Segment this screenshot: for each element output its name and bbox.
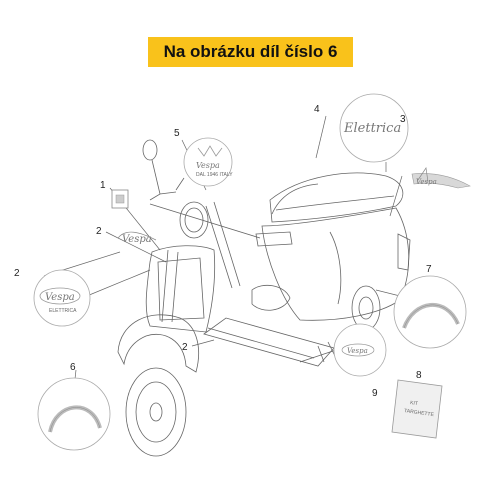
label-part-4: 4 (314, 104, 320, 115)
label-part-7: 7 (426, 264, 432, 275)
svg-text:DAL 1946 ITALY: DAL 1946 ITALY (196, 172, 233, 178)
part-6-stripe-circle (37, 377, 111, 451)
banner-text: Na obrázku díl číslo 6 (163, 42, 338, 61)
kit-card-line-1: KIT (410, 400, 419, 407)
part-2-badge-upper: Vespa (117, 231, 157, 245)
svg-text:Vespa: Vespa (416, 178, 437, 186)
label-part-2-left: 2 (14, 268, 20, 279)
label-part-5: 5 (174, 128, 180, 139)
part-3-side-emblem: Vespa (411, 167, 471, 189)
part-number-banner: Na obrázku díl číslo 6 (148, 37, 353, 67)
part-4-elettrica-circle: Elettrica (339, 93, 409, 163)
label-part-6: 6 (70, 362, 76, 373)
label-part-2-upper: 2 (96, 226, 102, 237)
part-2-detail-circle: Vespa ELETTRICA (33, 269, 91, 327)
part-9-emblem-circle: Vespa (333, 323, 387, 377)
label-part-9: 9 (372, 388, 378, 399)
part-5-logo-circle: Vespa DAL 1946 ITALY (183, 137, 233, 187)
label-part-8: 8 (416, 370, 422, 381)
vespa-emblem-text: Vespa (45, 292, 75, 303)
kit-card-line-2: TARGHETTE (404, 408, 435, 418)
part-1-sticker (111, 189, 129, 209)
label-part-1: 1 (100, 180, 106, 191)
label-part-3: 3 (400, 114, 406, 125)
part-labels: 1 2 2 2 3 4 5 6 7 8 9 (14, 104, 432, 399)
vespa-badge-text: Vespa (122, 234, 152, 245)
part-7-stripe-circle (393, 275, 467, 349)
svg-text:ELETTRICA: ELETTRICA (49, 308, 77, 314)
svg-text:Vespa: Vespa (196, 161, 220, 170)
elettrica-decal-text: Elettrica (343, 121, 401, 136)
svg-text:Vespa: Vespa (347, 347, 368, 355)
part-8-kit-card: KIT TARGHETTE (391, 379, 443, 439)
scooter-drawing (117, 139, 411, 457)
label-part-2-floor: 2 (182, 342, 188, 353)
